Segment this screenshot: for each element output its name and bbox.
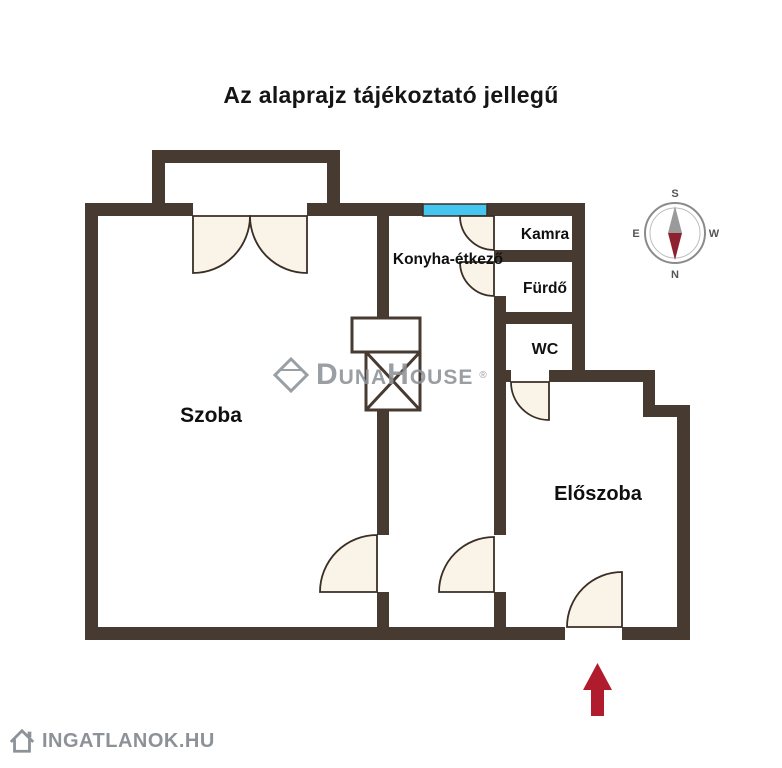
wall-balcony-left [152, 150, 165, 216]
door-balcony-right-arc [249, 215, 308, 274]
wall-block-left-d [494, 312, 506, 382]
watermark-center-text: DunaHouse [316, 358, 474, 391]
doors-group [192, 215, 623, 628]
wall-right-lower [677, 405, 690, 640]
wall-block-left-c [494, 296, 506, 312]
wall-block-left-a [494, 203, 506, 216]
door-furdo-arc [459, 261, 495, 297]
label-szoba: Szoba [180, 404, 242, 427]
wall-top-2 [307, 203, 423, 216]
compass-letter-right: W [709, 228, 720, 240]
compass-needle-bottom [668, 233, 682, 260]
compass-letter-top: S [671, 188, 678, 200]
house-icon [9, 728, 35, 753]
room-labels-group: Szoba Konyha-étkező Kamra Fürdő WC Elősz… [180, 226, 643, 505]
entrance-arrow [583, 663, 612, 716]
wall-mid-lower [377, 592, 389, 640]
wall-wc-bottom-left [494, 370, 511, 382]
diamond-logo-icon [272, 356, 310, 394]
wall-top-3 [487, 203, 585, 216]
window-marker [422, 203, 488, 217]
watermark-reg-mark: ® [479, 369, 487, 381]
door-konyha-arc [438, 536, 495, 593]
compass-rose: S N E W [632, 188, 719, 281]
wall-hall-lower [494, 592, 506, 640]
watermark-center: DunaHouse ® [272, 356, 487, 394]
label-kamra: Kamra [521, 226, 570, 243]
label-furdo: Fürdő [523, 280, 567, 297]
compass-letter-left: E [632, 228, 639, 240]
compass-needle-top [668, 206, 682, 233]
compass-letter-bottom: N [671, 269, 679, 281]
wall-left [85, 203, 98, 640]
shaft-box-top [350, 316, 422, 354]
page-title: Az alaprajz tájékoztató jellegű [223, 82, 559, 108]
door-kamra-arc [459, 215, 495, 251]
wall-bottom-1 [85, 627, 565, 640]
wall-bottom-2 [622, 627, 690, 640]
walls-group [85, 150, 690, 640]
shaft-group [350, 316, 422, 412]
wall-furdo-bottom [494, 312, 585, 324]
watermark-bottom-left: INGATLANOK.HU [8, 727, 215, 755]
wall-hall-upper [494, 382, 506, 535]
door-szoba-arc [319, 534, 378, 593]
wall-kamra-bottom [494, 250, 585, 262]
door-entrance-arc [566, 571, 623, 628]
wall-balcony-top [152, 150, 340, 163]
door-balcony-left-arc [192, 215, 251, 274]
label-eloszoba: Előszoba [554, 483, 643, 505]
shaft-cross-line-2 [364, 350, 422, 412]
wall-balcony-right [327, 150, 340, 216]
label-wc: WC [532, 341, 559, 358]
watermark-bottom-text: INGATLANOK.HU [42, 729, 215, 752]
wall-top-1 [85, 203, 193, 216]
door-wc-arc [510, 381, 550, 421]
label-konyha: Konyha-étkező [393, 251, 503, 268]
wall-block-right [572, 203, 585, 382]
wall-wc-bottom-right [549, 370, 655, 382]
